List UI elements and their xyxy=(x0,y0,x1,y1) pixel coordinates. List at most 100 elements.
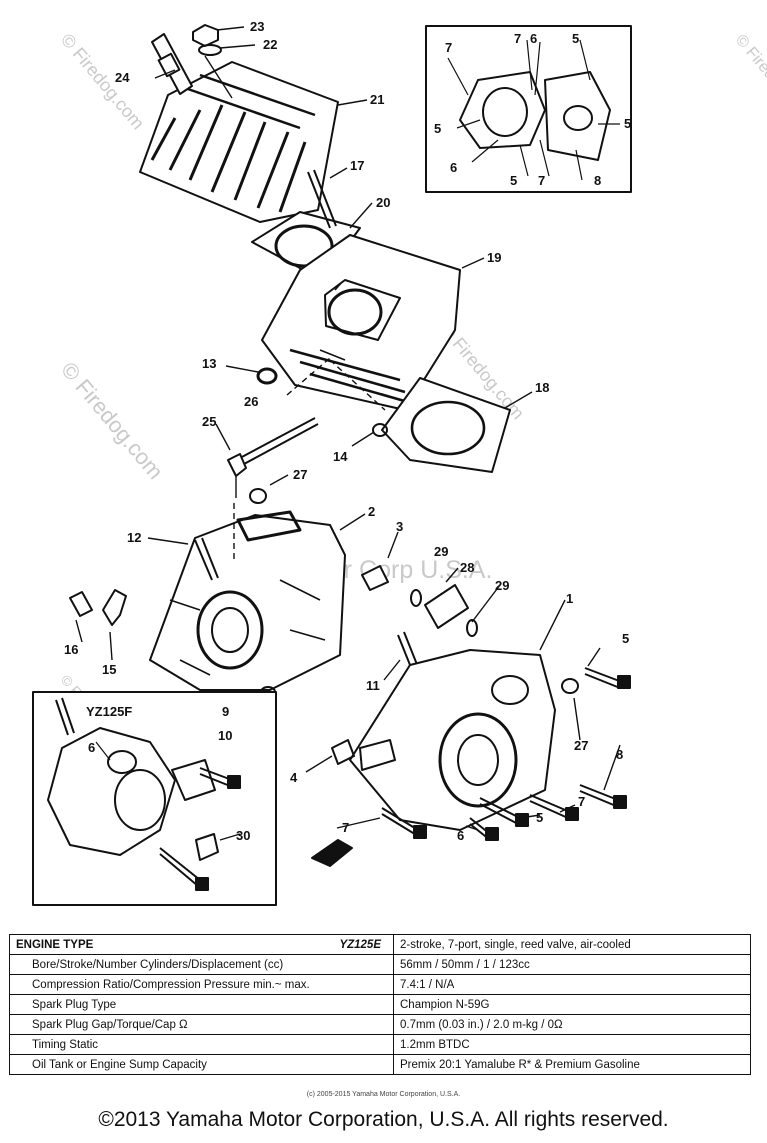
bushing-27-top xyxy=(249,488,267,504)
callout-13: 13 xyxy=(202,356,216,371)
callout-8: 8 xyxy=(616,747,623,762)
callout-7-left: 7 xyxy=(342,820,349,835)
inset-callout-5d: 5 xyxy=(510,173,517,188)
crankcase-left xyxy=(149,514,346,691)
callout-5-right: 5 xyxy=(622,631,629,646)
spec-header-value: 2-stroke, 7-port, single, reed valve, ai… xyxy=(393,934,751,955)
callout-4: 4 xyxy=(290,770,298,785)
inset-callout-6a: 6 xyxy=(530,31,537,46)
exploded-engine-diagram: © Firedog.com © Firedog.com © Firedog.co… xyxy=(32,19,767,906)
small-copyright: (c) 2005-2015 Yamaha Motor Corporation, … xyxy=(306,1091,461,1098)
copyright-notice: ©2013 Yamaha Motor Corporation, U.S.A. A… xyxy=(98,1108,669,1131)
spec-row-label: Compression Ratio/Compression Pressure m… xyxy=(9,974,394,995)
spec-header-label: ENGINE TYPE xyxy=(16,938,94,951)
bush-3 xyxy=(361,565,389,591)
oring-29b xyxy=(466,619,478,637)
spec-row-value: 0.7mm (0.03 in.) / 2.0 m-kg / 0Ω xyxy=(393,1014,751,1035)
cylinder-stud-17 xyxy=(307,169,337,229)
inset-model-label: YZ125F xyxy=(86,704,132,719)
watermark-site-right: © Firedog.com xyxy=(732,32,767,123)
inset-callout-6b: 6 xyxy=(450,160,457,175)
inset-callout-7c: 7 xyxy=(538,173,545,188)
callout-14: 14 xyxy=(333,449,348,464)
callout-16: 16 xyxy=(64,642,78,657)
spec-row-value: 1.2mm BTDC xyxy=(393,1034,751,1055)
dowel-14 xyxy=(372,423,388,437)
callout-27-top: 27 xyxy=(293,467,307,482)
callout-15: 15 xyxy=(102,662,116,677)
cylinder-gasket xyxy=(381,377,511,473)
lever-15 xyxy=(102,589,127,626)
spec-row-label: Spark Plug Gap/Torque/Cap Ω xyxy=(9,1014,394,1035)
bolt-7-left xyxy=(381,807,419,837)
bolt-30 xyxy=(159,847,201,887)
cylinder-head xyxy=(139,61,339,223)
callout-24: 24 xyxy=(115,70,130,85)
callout-11: 11 xyxy=(366,678,380,693)
head-washer xyxy=(198,44,222,56)
fwd-arrow xyxy=(311,839,353,867)
watermark-site-top: © Firedog.com xyxy=(57,30,148,133)
bolt-8 xyxy=(579,784,619,807)
callout-20: 20 xyxy=(376,195,390,210)
inset-callout-8: 8 xyxy=(594,173,601,188)
engine-spec-table: ENGINE TYPE YZ125E 2-stroke, 7-port, sin… xyxy=(9,934,751,1075)
spec-row: Oil Tank or Engine Sump Capacity Premix … xyxy=(9,1054,751,1075)
watermark-site-left: © Firedog.com xyxy=(56,357,168,484)
callout-2: 2 xyxy=(368,504,375,519)
callout-17: 17 xyxy=(350,158,364,173)
rod-26 xyxy=(239,417,319,465)
inset-callout-5b: 5 xyxy=(434,121,441,136)
callout-22: 22 xyxy=(263,37,277,52)
callout-23: 23 xyxy=(250,19,264,34)
spec-row: Timing Static 1.2mm BTDC xyxy=(9,1034,751,1055)
seal-13 xyxy=(256,367,278,385)
callout-25: 25 xyxy=(202,414,216,429)
inset-callout-7b: 7 xyxy=(514,31,521,46)
bolt-5-top xyxy=(584,667,623,689)
inset-callout-5c: 5 xyxy=(624,116,631,131)
callout-10: 10 xyxy=(218,728,232,743)
callout-29-bottom: 29 xyxy=(495,578,509,593)
callout-3: 3 xyxy=(396,519,403,534)
head-nut xyxy=(192,24,219,47)
callout-1: 1 xyxy=(566,591,573,606)
callout-19: 19 xyxy=(487,250,501,265)
spec-row: Spark Plug Type Champion N-59G xyxy=(9,994,751,1015)
callout-5-lower: 5 xyxy=(536,810,543,825)
spec-row-value: 7.4:1 / N/A xyxy=(393,974,751,995)
callout-28: 28 xyxy=(460,560,474,575)
bolt-7-right xyxy=(529,794,571,819)
bush-4 xyxy=(331,739,355,765)
crankcase-right xyxy=(349,649,556,831)
inset-callout-7a: 7 xyxy=(445,40,452,55)
bushing-27-bottom xyxy=(561,678,579,694)
oring-29a xyxy=(410,589,422,607)
inset-callout-5a: 5 xyxy=(572,31,579,46)
bolt-16 xyxy=(69,591,93,617)
spec-row-label: Bore/Stroke/Number Cylinders/Displacemen… xyxy=(9,954,394,975)
callout-29-top: 29 xyxy=(434,544,448,559)
callout-labels: 23 22 24 21 17 20 19 18 13 26 25 14 27 2… xyxy=(64,19,631,843)
inset-callout-6c: 6 xyxy=(88,740,95,755)
inset-yz125f xyxy=(32,691,277,906)
spec-row-label: Oil Tank or Engine Sump Capacity xyxy=(9,1054,394,1075)
spec-row: Compression Ratio/Compression Pressure m… xyxy=(9,974,751,995)
spec-row: Spark Plug Gap/Torque/Cap Ω 0.7mm (0.03 … xyxy=(9,1014,751,1035)
spec-row-value: Champion N-59G xyxy=(393,994,751,1015)
stud-12 xyxy=(194,537,219,581)
callout-9: 9 xyxy=(222,704,229,719)
spec-header-row: ENGINE TYPE YZ125E 2-stroke, 7-port, sin… xyxy=(9,934,751,955)
spec-row-value: 56mm / 50mm / 1 / 123cc xyxy=(393,954,751,975)
spec-row-label: Spark Plug Type xyxy=(9,994,394,1015)
tube-28 xyxy=(424,584,469,629)
spec-row-label: Timing Static xyxy=(9,1034,394,1055)
callout-21: 21 xyxy=(370,92,384,107)
callout-12: 12 xyxy=(127,530,141,545)
elbow-25 xyxy=(227,453,247,477)
spec-row: Bore/Stroke/Number Cylinders/Displacemen… xyxy=(9,954,751,975)
spec-row-value: Premix 20:1 Yamalube R* & Premium Gasoli… xyxy=(393,1054,751,1075)
bolt-5-lower xyxy=(479,797,521,825)
callout-18: 18 xyxy=(535,380,549,395)
callout-26: 26 xyxy=(244,394,258,409)
